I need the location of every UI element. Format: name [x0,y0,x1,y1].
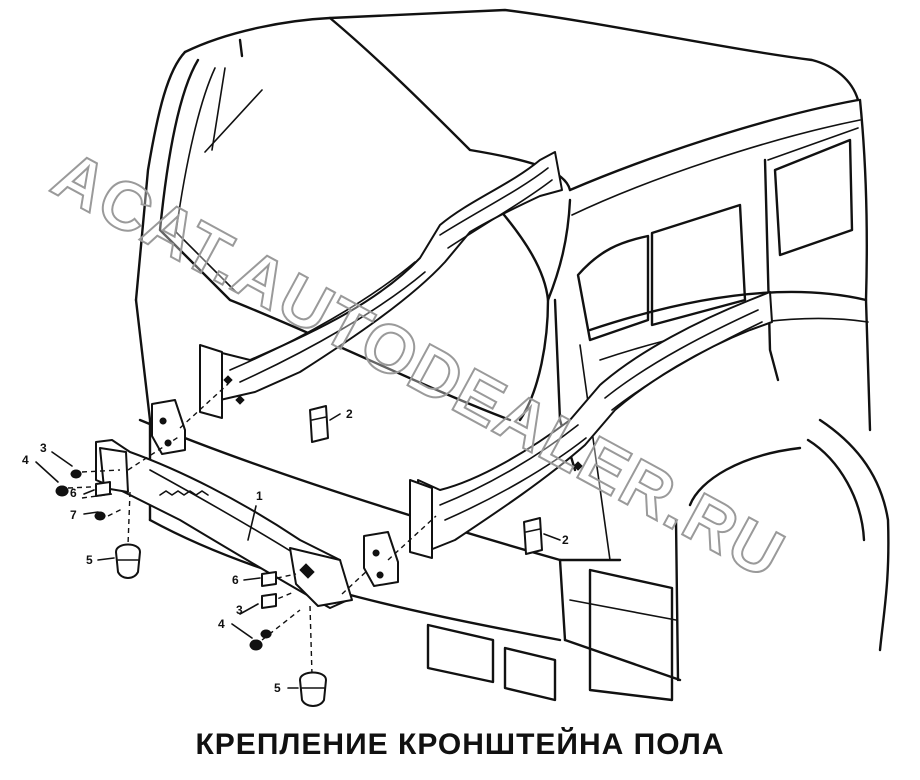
floor-bracket-rail-left [199,151,563,419]
callout-6-right: 6 [232,573,239,587]
floor-bracket-rail-right [409,291,773,559]
leader-lines [35,413,561,689]
hardware-left [55,469,111,521]
callout-2-upper: 2 [346,407,353,421]
callout-2-lower: 2 [562,533,569,547]
mount-bracket-left [151,399,186,455]
callout-1: 1 [256,489,263,503]
callout-3-left: 3 [40,441,47,455]
callout-3-right: 3 [236,603,243,617]
clip-part-2-upper [309,405,329,443]
callout-6-left: 6 [70,486,77,500]
callout-labels: 1 2 2 3 3 4 4 5 5 6 6 7 [22,407,569,695]
rubber-mount-left [115,543,141,579]
callout-4-left: 4 [22,453,29,467]
cab-floor-bracket-drawing: ACAT.AUTODEALER.RU 1 2 2 3 3 4 4 5 5 6 6… [22,8,890,707]
diagram-caption: КРЕПЛЕНИЕ КРОНШТЕЙНА ПОЛА [195,728,725,761]
rubber-mount-right [299,671,327,707]
mount-bracket-right [363,531,399,587]
callout-7: 7 [70,508,77,522]
clip-part-2-lower [523,517,543,555]
callout-4-right: 4 [218,617,225,631]
callout-5-right: 5 [274,681,281,695]
callout-5-left: 5 [86,553,93,567]
front-crossmember [95,439,353,609]
hardware-right [249,571,277,651]
cab-body [134,8,890,702]
